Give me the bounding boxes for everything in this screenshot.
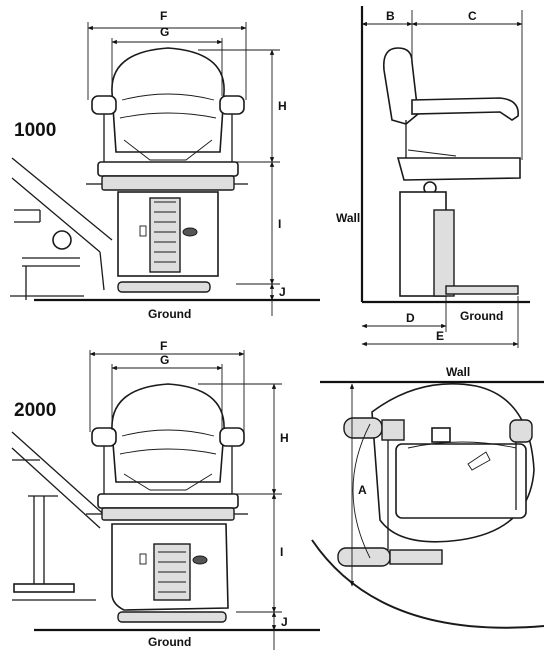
dim-f-label-2000: F [160, 339, 167, 353]
model-2000-label: 2000 [14, 400, 56, 421]
dim-a-label: A [358, 483, 367, 497]
dim-b-label: B [386, 9, 395, 23]
seat-back-1000 [111, 47, 225, 153]
footrest-1000 [117, 281, 211, 293]
dim-j-label-2000: J [281, 615, 288, 629]
ground-label-1000: Ground [148, 307, 191, 321]
armrest-right-2000 [219, 427, 245, 447]
side-seat [396, 157, 521, 181]
staircase-2000 [11, 431, 111, 601]
dim-i-label-2000: I [280, 545, 283, 559]
footrest-2000 [117, 611, 227, 623]
dims-1000 [87, 22, 280, 316]
dim-h-label-2000: H [280, 431, 289, 445]
dim-j-label-1000: J [279, 285, 286, 299]
dims-2000 [89, 350, 282, 650]
wall-label-top: Wall [446, 365, 470, 379]
dim-g-label-1000: G [160, 25, 169, 39]
armrest-left-1000 [91, 95, 117, 115]
dim-f-label-1000: F [160, 9, 167, 23]
top-armrest-left [343, 417, 383, 439]
dim-d-label: D [406, 311, 415, 325]
armrest-left-2000 [91, 427, 117, 447]
seat-1000 [97, 161, 239, 177]
side-footrest [445, 285, 519, 295]
model-2000-front-view [11, 383, 320, 632]
ground-label-2000: Ground [148, 635, 191, 649]
side-seat-back [382, 47, 419, 125]
side-view [360, 6, 530, 348]
wall-label-side: Wall [336, 211, 360, 225]
staircase-1000 [10, 157, 113, 300]
top-footrest [337, 547, 391, 567]
ground-label-side: Ground [460, 309, 503, 323]
top-view [311, 380, 545, 629]
seat-back-2000 [111, 383, 225, 483]
side-armrest [411, 97, 519, 121]
top-seat [395, 443, 527, 519]
armrest-right-1000 [219, 95, 245, 115]
model-1000-label: 1000 [14, 120, 56, 141]
dim-h-label-1000: H [278, 99, 287, 113]
model-1000-front-view [10, 47, 320, 302]
dim-g-label-2000: G [160, 353, 169, 367]
dim-i-label-1000: I [278, 217, 281, 231]
dim-e-label: E [436, 329, 444, 343]
dim-c-label: C [468, 9, 477, 23]
seat-2000 [97, 493, 239, 509]
